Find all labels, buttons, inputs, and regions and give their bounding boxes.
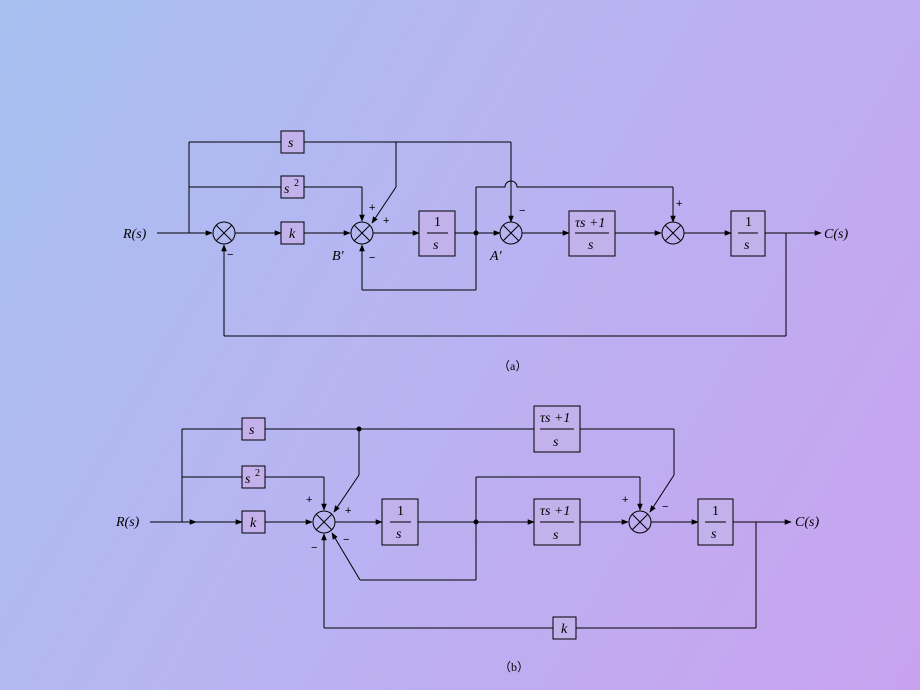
a-integ2-den: s [744, 238, 750, 253]
b-sum-junction-2 [628, 510, 652, 534]
b-output-label: C(s) [795, 515, 819, 530]
b-integ1-num: 1 [397, 504, 404, 519]
b-tau-top-to-sj2 [649, 474, 675, 513]
b-sj2-plus: + [622, 494, 628, 506]
a-sum-junction-1 [212, 221, 236, 245]
b-sj1-minus-right: − [343, 534, 349, 546]
b-input-label: R(s) [115, 515, 140, 530]
b-block-s2-exp: 2 [255, 468, 260, 479]
a-tau-num: τs +1 [575, 216, 605, 231]
a-sj2-plus-right: + [383, 215, 389, 227]
diagram-a: R(s) s s 2 − k [122, 130, 848, 373]
a-block-k-label: k [289, 227, 296, 242]
b-sj1-minus-left: − [311, 542, 317, 554]
b-sj1-plus-left: + [306, 494, 312, 506]
b-integ2-num: 1 [712, 504, 719, 519]
a-caption: （a） [498, 359, 527, 373]
a-block-s2-exp: 2 [294, 178, 299, 189]
b-integ2-den: s [711, 527, 717, 542]
b-sum-junction-1 [312, 510, 336, 534]
b-tau-den: s [553, 528, 559, 543]
b-block-k-label: k [250, 516, 257, 531]
b-sj1-plus-right: + [345, 505, 351, 517]
a-sj3-minus: − [519, 205, 525, 217]
b-block-s-label: s [249, 423, 255, 438]
b-tau-top-num: τs +1 [540, 411, 570, 426]
a-sj2-minus: − [369, 252, 375, 264]
a-sj4-plus: + [676, 198, 682, 210]
a-sum-junction-4 [661, 221, 685, 245]
a-sj1-minus: − [227, 249, 233, 261]
a-input-label: R(s) [122, 227, 147, 242]
b-integ1-den: s [396, 527, 402, 542]
b-k-feedback-label: k [561, 622, 568, 637]
a-sum-junction-2 [350, 221, 374, 245]
a-integ1-den: s [433, 238, 439, 253]
b-block-integ1 [381, 498, 419, 546]
a-integ2-num: 1 [745, 215, 752, 230]
b-s-to-sj1 [333, 474, 360, 513]
a-ff-2 [476, 180, 673, 188]
b-sj2-minus: − [662, 501, 668, 513]
a-tau-den: s [588, 238, 594, 253]
a-s-to-sj2 [371, 186, 397, 224]
a-block-s-label: s [288, 136, 294, 151]
a-sum-junction-3 [499, 221, 523, 245]
a-block-s2-label: s [284, 182, 290, 197]
a-output-label: C(s) [824, 227, 848, 242]
diagram-b: R(s) s τs +1 s s 2 k [115, 405, 819, 674]
a-point-b: B′ [332, 249, 345, 264]
b-block-s2-label: s [245, 472, 251, 487]
b-inner-fb-3 [331, 532, 361, 581]
b-caption: （b） [499, 660, 529, 674]
b-tau-top-den: s [553, 435, 559, 450]
a-integ1-num: 1 [434, 215, 441, 230]
b-tau-num: τs +1 [540, 504, 570, 519]
a-sj2-plus-top: + [369, 202, 375, 214]
a-point-a: A′ [489, 249, 503, 264]
